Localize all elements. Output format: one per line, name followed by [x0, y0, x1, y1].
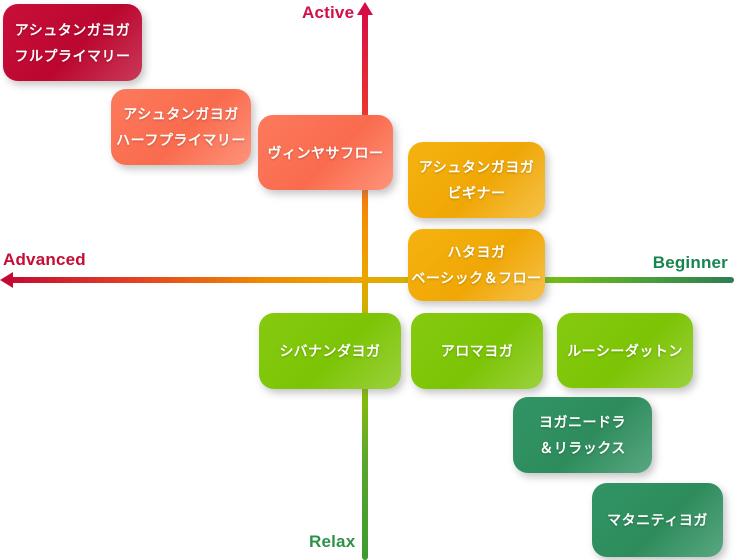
axis-label-relax: Relax	[309, 532, 356, 551]
card-vinyasa-flow: ヴィンヤサフロー	[258, 115, 393, 190]
y-axis-arrow-up-icon	[357, 2, 373, 15]
x-axis-line	[6, 277, 734, 283]
card-line: マタニティヨガ	[607, 512, 708, 528]
card-line: ビギナー	[447, 185, 506, 201]
card-line: アシュタンガヨガ	[123, 106, 239, 122]
x-axis-arrow-left-icon	[0, 272, 13, 288]
card-line: ヴィンヤサフロー	[267, 144, 384, 161]
card-line: アシュタンガヨガ	[14, 21, 131, 38]
card-rusie-dutton: ルーシーダットン	[557, 313, 693, 388]
card-line: ルーシーダットン	[567, 342, 683, 359]
card-line: アロマヨガ	[440, 343, 514, 359]
card-maternity-yoga: マタニティヨガ	[592, 483, 723, 557]
card-ashtanga-half-primary: アシュタンガヨガ ハーフプライマリー	[111, 89, 251, 165]
card-yoga-nidra-relax: ヨガニードラ ＆リラックス	[513, 397, 652, 473]
card-hatha-basic-flow: ハタヨガ ベーシック＆フロー	[408, 229, 545, 301]
y-axis-line	[362, 10, 368, 560]
card-line: ハーフプライマリー	[116, 132, 246, 148]
axis-label-beginner: Beginner	[652, 253, 728, 272]
card-line: フルプライマリー	[14, 47, 131, 64]
card-line: ベーシック＆フロー	[411, 270, 542, 286]
card-line: ＆リラックス	[539, 440, 626, 456]
axis-label-advanced: Advanced	[3, 250, 86, 269]
card-line: ハタヨガ	[447, 244, 506, 260]
axis-label-active: Active	[302, 3, 355, 22]
card-line: アシュタンガヨガ	[418, 159, 535, 175]
card-ashtanga-full-primary: アシュタンガヨガ フルプライマリー	[3, 4, 142, 81]
card-sivananda-yoga: シバナンダヨガ	[259, 313, 401, 389]
card-line: シバナンダヨガ	[279, 343, 381, 359]
card-line: ヨガニードラ	[539, 414, 626, 430]
card-aroma-yoga: アロマヨガ	[411, 313, 543, 389]
card-ashtanga-beginner: アシュタンガヨガ ビギナー	[408, 142, 545, 218]
